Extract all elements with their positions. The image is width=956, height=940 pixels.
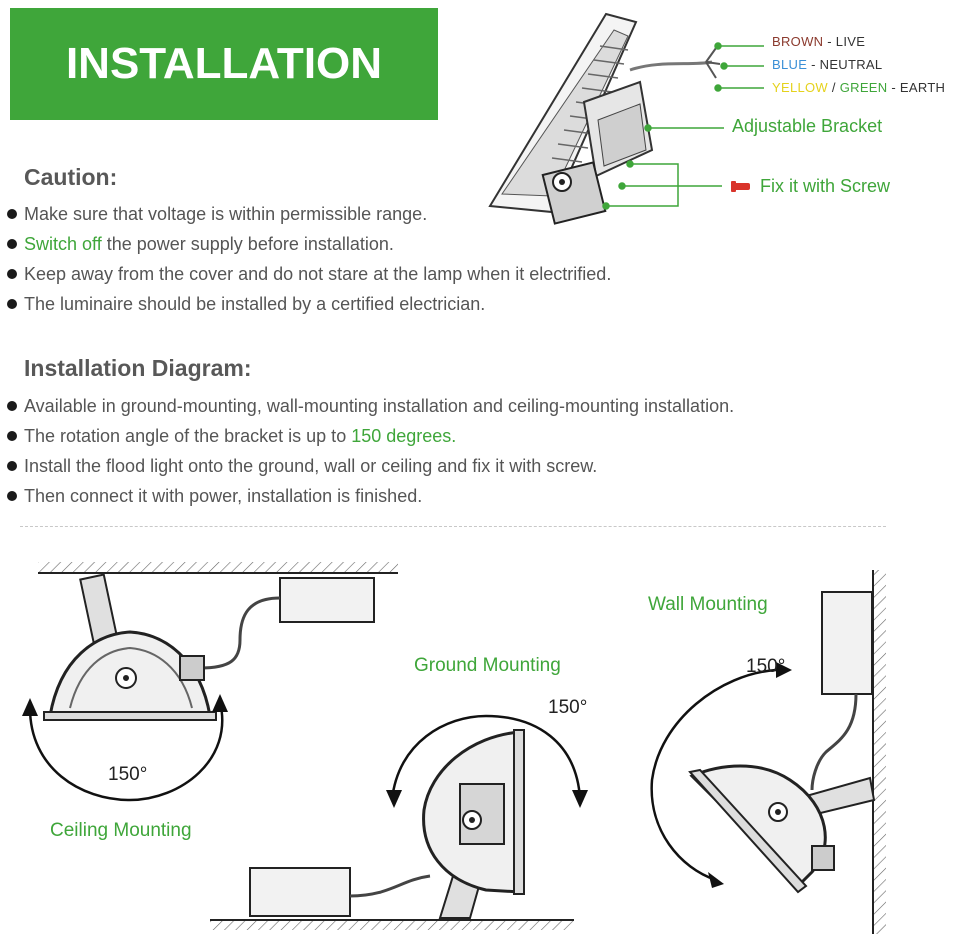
wall-mounting-label: Wall Mounting (648, 594, 768, 615)
list-item: The luminaire should be installed by a c… (6, 289, 611, 319)
list-item: The rotation angle of the bracket is up … (6, 421, 734, 451)
adjustable-bracket-label: Adjustable Bracket (732, 116, 883, 136)
installation-diagram-heading: Installation Diagram: (24, 355, 252, 381)
wire-label-earth: YELLOW / GREEN - EARTH (772, 80, 946, 95)
list-item: Available in ground-mounting, wall-mount… (6, 391, 734, 421)
section-divider (20, 526, 886, 527)
installation-list: Available in ground-mounting, wall-mount… (6, 391, 734, 511)
screw-icon (731, 181, 750, 192)
caution-heading: Caution: (24, 164, 118, 190)
bullet-dot (7, 269, 17, 279)
ground-mounting-label: Ground Mounting (414, 655, 561, 676)
bullet-dot (7, 401, 17, 411)
bullet-dot (7, 431, 17, 441)
ceiling-mounting-label: Ceiling Mounting (50, 820, 192, 841)
bullet-dot (7, 461, 17, 471)
wire-callouts (602, 42, 764, 210)
list-item: Then connect it with power, installation… (6, 481, 734, 511)
list-item: Switch off the power supply before insta… (6, 229, 611, 259)
fix-screw-label: Fix it with Screw (760, 176, 891, 196)
ceiling-angle-label: 150° (108, 764, 148, 785)
ground-mounting-drawing (210, 714, 588, 930)
installation-banner: INSTALLATION (10, 8, 438, 120)
bullet-dot (7, 491, 17, 501)
list-item: Make sure that voltage is within permiss… (6, 199, 611, 229)
flood-light-product (488, 12, 721, 225)
ground-angle-label: 150° (548, 697, 588, 718)
wire-label-brown: BROWN - LIVE (772, 34, 866, 49)
bullet-dot (7, 209, 17, 219)
ceiling-mounting-drawing (22, 562, 398, 802)
wire-label-blue: BLUE - NEUTRAL (772, 57, 883, 72)
bullet-dot (7, 299, 17, 309)
wall-mounting-drawing (650, 570, 886, 934)
caution-list: Make sure that voltage is within permiss… (6, 199, 611, 319)
banner-title: INSTALLATION (65, 39, 383, 88)
wall-angle-label: 150° (746, 656, 786, 677)
list-item: Keep away from the cover and do not star… (6, 259, 611, 289)
bullet-dot (7, 239, 17, 249)
list-item: Install the flood light onto the ground,… (6, 451, 734, 481)
